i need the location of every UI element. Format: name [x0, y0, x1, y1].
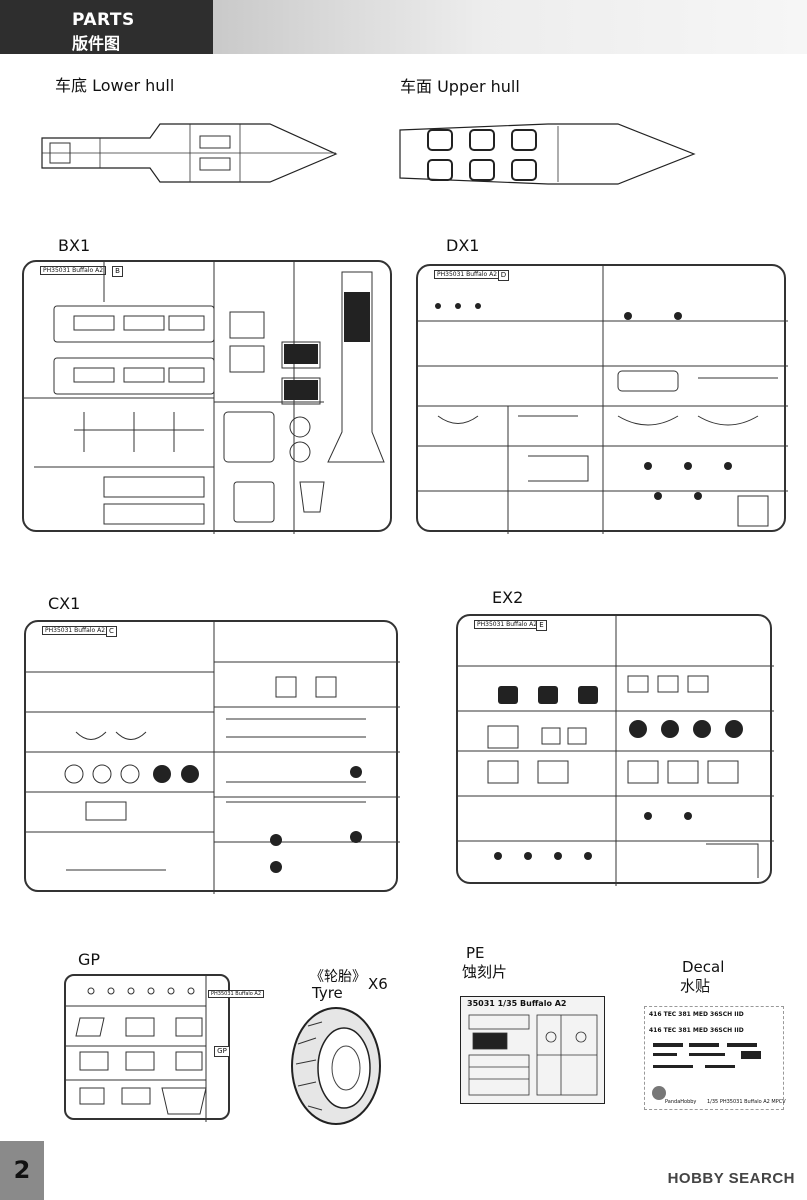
decal-footer-brand: PandaHobby [665, 1099, 697, 1105]
pe-label-en: PE [466, 944, 485, 962]
bx1-sprue: PH35031 Buffalo A2 B [22, 260, 392, 534]
pe-sheet-title: 35031 1/35 Buffalo A2 [467, 999, 567, 1008]
upper-hull-drawing [399, 123, 696, 185]
cx1-label: CX1 [48, 594, 81, 613]
upper-hull-label: 车面 Upper hull [400, 77, 520, 96]
gp-parts [66, 976, 207, 1122]
cx1-parts [26, 622, 400, 894]
tyre-label-en: Tyre [312, 984, 343, 1002]
dx1-sprue: PH35031 Buffalo A2 D [416, 264, 788, 534]
watermark: HOBBY SEARCH [667, 1170, 795, 1187]
gp-sprue: PH35031 Buffalo A2 GP [64, 974, 265, 1122]
bx1-tag: PH35031 Buffalo A2 [40, 266, 107, 275]
page-number: 2 [0, 1141, 44, 1200]
pe-label-cn: 蚀刻片 [462, 963, 508, 981]
ex2-label: EX2 [492, 588, 524, 607]
bx1-parts [24, 262, 385, 534]
ex2-letter: E [536, 620, 547, 631]
bx1-label: BX1 [58, 236, 91, 255]
decal-row-1: 416 TEC 381 MED 36SCH IID [649, 1011, 744, 1018]
page-header: PARTS 版件图 [0, 0, 807, 54]
gp-tag: PH35031 Buffalo A2 [208, 990, 265, 998]
header-title-cn: 版件图 [72, 34, 121, 53]
decal-sheet: 416 TEC 381 MED 36SCH IID 416 TEC 381 ME… [644, 1006, 786, 1110]
decal-footer-text: 1/35 PH35031 Buffalo A2 MPCV [707, 1099, 786, 1105]
pe-sheet: 35031 1/35 Buffalo A2 [460, 996, 605, 1104]
header-tab [0, 0, 213, 54]
pe-frets [468, 1014, 598, 1096]
header-title-en: PARTS [72, 10, 135, 30]
gp-label: GP [78, 950, 101, 969]
ex2-sprue: PH35031 Buffalo A2 E [456, 614, 774, 886]
tyre-quantity: X6 [368, 975, 388, 993]
dx1-parts [418, 266, 788, 534]
lower-hull-drawing [41, 123, 338, 183]
decal-label-cn: 水贴 [680, 977, 711, 995]
decal-markings [652, 1043, 761, 1100]
lower-hull-label: 车底 Lower hull [55, 76, 175, 95]
decal-label-en: Decal [682, 958, 725, 976]
ex2-parts [458, 616, 774, 886]
decal-row-2: 416 TEC 381 MED 36SCH IID [649, 1027, 744, 1034]
cx1-sprue: PH35031 Buffalo A2 C [24, 620, 400, 894]
dx1-letter: D [498, 270, 509, 281]
tyre-label-cn: 《轮胎》 [310, 969, 366, 985]
bx1-letter: B [112, 266, 123, 277]
gp-letter: GP [214, 1046, 230, 1057]
cx1-letter: C [106, 626, 117, 637]
dx1-label: DX1 [446, 236, 480, 255]
tyre-drawing [291, 1007, 381, 1125]
